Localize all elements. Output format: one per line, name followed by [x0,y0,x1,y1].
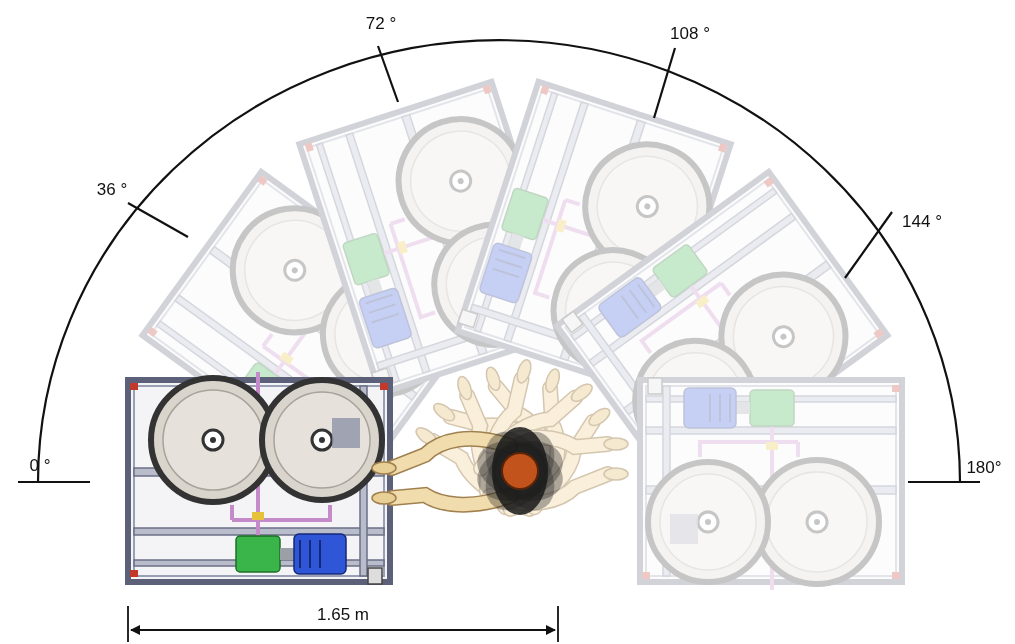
dimension-line [128,606,558,642]
angle-label: 108 ° [670,25,710,44]
angle-label: 180° [966,459,1001,478]
angle-label: 36 ° [97,181,127,200]
angle-scale [18,40,980,482]
operator-body [470,419,571,523]
angle-label: 72 ° [366,15,396,34]
machine-frame [128,372,390,584]
angle-label: 144 ° [902,213,942,232]
angle-label: 0 ° [30,457,51,476]
dimension-label: 1.65 m [317,606,369,625]
